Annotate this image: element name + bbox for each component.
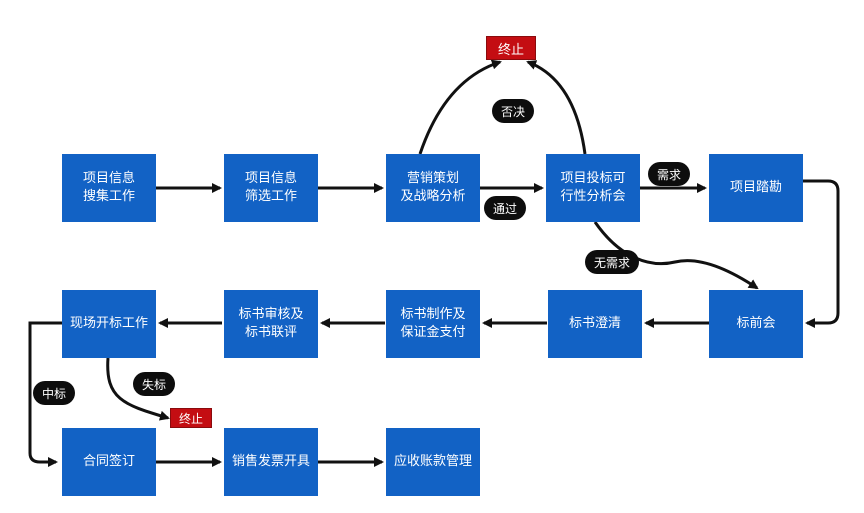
edge-opening-contract bbox=[28, 321, 62, 467]
edge-label-win: 中标 bbox=[33, 381, 75, 405]
edge-feasibility-stop bbox=[526, 60, 587, 155]
node-bid-opening: 现场开标工作 bbox=[62, 290, 156, 358]
edge-label-reject: 否决 bbox=[492, 99, 534, 123]
node-survey: 项目踏勘 bbox=[709, 154, 803, 222]
node-review: 标书审核及 标书联评 bbox=[224, 290, 318, 358]
node-invoice: 销售发票开具 bbox=[224, 428, 318, 496]
node-contract: 合同签订 bbox=[62, 428, 156, 496]
node-strategy: 营销策划 及战略分析 bbox=[386, 154, 480, 222]
node-info-collect: 项目信息 搜集工作 bbox=[62, 154, 156, 222]
node-prebid: 标前会 bbox=[709, 290, 803, 358]
edge-label-need: 需求 bbox=[648, 162, 690, 186]
node-receivable: 应收账款管理 bbox=[386, 428, 480, 496]
node-clarify: 标书澄清 bbox=[548, 290, 642, 358]
edge-label-pass: 通过 bbox=[484, 196, 526, 220]
edge-feasibility-prebid bbox=[593, 221, 759, 290]
edge-label-lose: 失标 bbox=[133, 372, 175, 396]
node-info-screen: 项目信息 筛选工作 bbox=[224, 154, 318, 222]
node-prepare: 标书制作及 保证金支付 bbox=[386, 290, 480, 358]
edge-strategy-stop bbox=[418, 59, 502, 155]
edge-survey-prebid bbox=[803, 179, 840, 328]
node-feasibility: 项目投标可 行性分析会 bbox=[546, 154, 640, 222]
terminal-stop-bottom: 终止 bbox=[170, 408, 212, 428]
edge-opening-stop bbox=[106, 357, 170, 421]
edge-label-no-need: 无需求 bbox=[585, 250, 639, 274]
terminal-stop-top: 终止 bbox=[486, 36, 536, 60]
